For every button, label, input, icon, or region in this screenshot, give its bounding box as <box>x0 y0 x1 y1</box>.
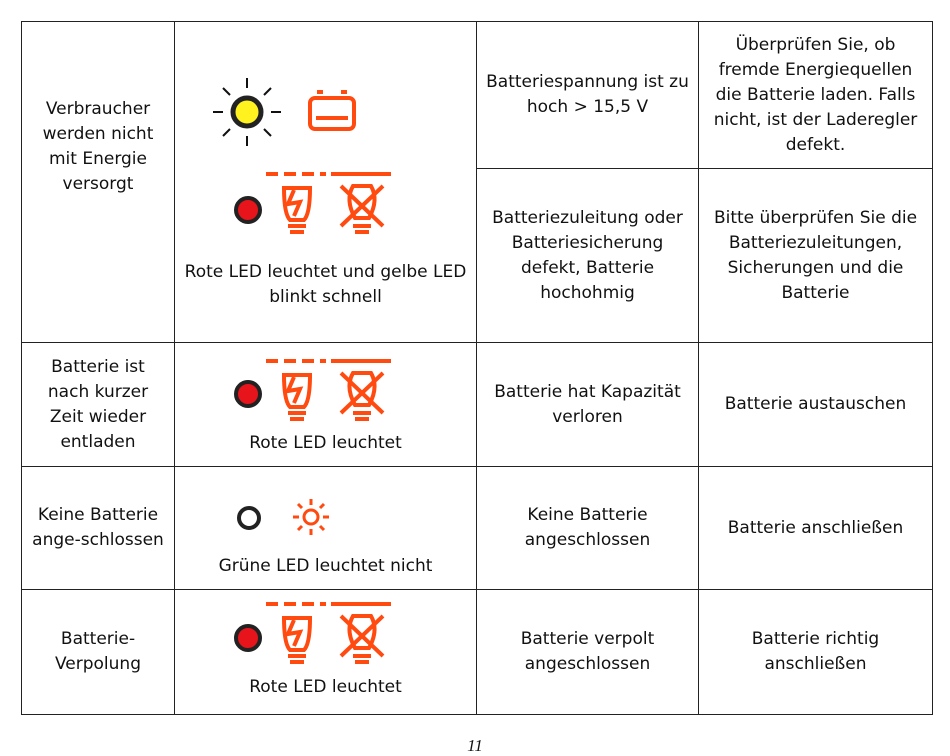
sun-icon <box>293 499 329 535</box>
lamp-flash-icon <box>266 172 326 234</box>
symptom-cell: Verbraucher werden nicht mit Energie ver… <box>21 21 175 343</box>
lamp-off-icon <box>331 172 391 234</box>
battery-icon <box>308 90 356 131</box>
remedy-cell: Batterie austauschen <box>698 342 933 467</box>
indicator-cell: Rote LED leuchtet und gelbe LED blinkt s… <box>174 21 477 343</box>
remedy-cell: Bitte überprüfen Sie die Batteriezuleitu… <box>698 168 933 343</box>
table-row: Verbraucher werden nicht mit Energie ver… <box>21 21 933 343</box>
indicator-panel: Rote LED leuchtet <box>175 343 476 466</box>
table-row: Batterie ist nach kurzer Zeit wieder ent… <box>21 342 933 467</box>
yellow-led-icon <box>230 95 264 129</box>
lamp-off-icon <box>331 359 391 421</box>
indicator-cell: Rote LED leuchtet <box>174 342 477 467</box>
symptom-cell: Keine Batterie ange-schlossen <box>21 466 175 590</box>
indicator-caption: Rote LED leuchtet und gelbe LED blinkt s… <box>184 262 467 307</box>
indicator-caption: Rote LED leuchtet <box>249 433 402 453</box>
red-led-icon <box>234 380 262 408</box>
led-off-icon <box>237 506 261 530</box>
cause-cell: Keine Batterie angeschlossen <box>476 466 699 590</box>
remedy-cell: Überprüfen Sie, ob fremde Energiequellen… <box>698 21 933 169</box>
remedy-cell: Batterie anschließen <box>698 466 933 590</box>
cause-cell: Batteriezuleitung oder Batteriesicherung… <box>476 168 699 343</box>
indicator-cell: Rote LED leuchtet <box>174 589 477 715</box>
lamp-flash-icon <box>266 359 326 421</box>
red-led-icon <box>234 624 262 652</box>
indicator-panel: Grüne LED leuchtet nicht <box>175 467 476 589</box>
indicator-caption: Rote LED leuchtet <box>249 677 402 697</box>
table-row: Batterie-Verpolung <box>21 589 933 715</box>
red-led-icon <box>234 196 262 224</box>
indicator-caption: Grüne LED leuchtet nicht <box>218 556 433 576</box>
lamp-flash-icon <box>266 602 326 664</box>
sun-rays-icon <box>213 78 281 146</box>
page-number: 11 <box>467 736 483 755</box>
symptom-text: Verbraucher werden nicht mit Energie ver… <box>42 99 154 194</box>
remedy-cell: Batterie richtig anschließen <box>698 589 933 715</box>
troubleshooting-table: Verbraucher werden nicht mit Energie ver… <box>21 21 933 715</box>
cause-cell: Batterie verpolt angeschlossen <box>476 589 699 715</box>
indicator-cell: Grüne LED leuchtet nicht <box>174 466 477 590</box>
indicator-panel: Rote LED leuchtet <box>175 590 476 714</box>
table-row: Batteriezuleitung oder Batteriesicherung… <box>22 168 933 343</box>
lamp-off-icon <box>331 602 391 664</box>
table-row: Keine Batterie ange-schlossen Grüne LED … <box>21 466 933 590</box>
cause-cell: Batterie hat Kapazität verloren <box>476 342 699 467</box>
cause-cell: Batteriespannung ist zu hoch > 15,5 V <box>476 21 699 169</box>
indicator-panel: Rote LED leuchtet und gelbe LED blinkt s… <box>175 22 476 342</box>
symptom-cell: Batterie ist nach kurzer Zeit wieder ent… <box>21 342 175 467</box>
symptom-cell: Batterie-Verpolung <box>21 589 175 715</box>
